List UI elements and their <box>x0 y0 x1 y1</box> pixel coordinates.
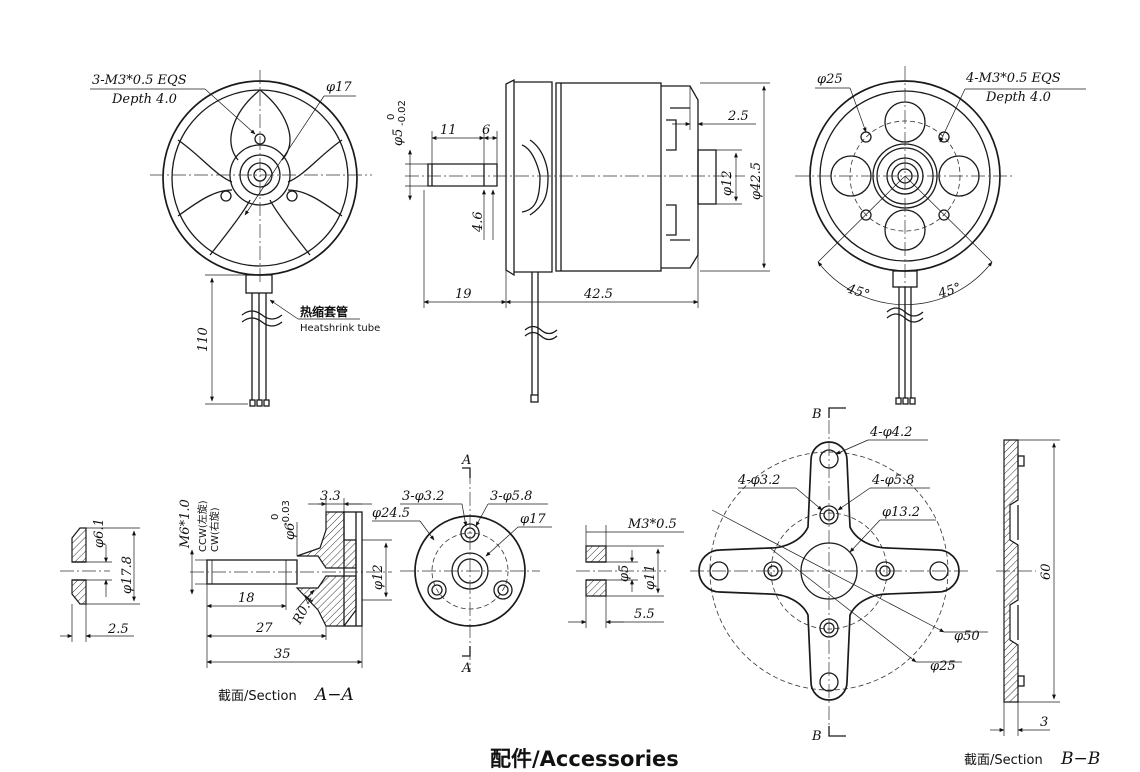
adapter-tol-lower: -0.03 <box>281 500 292 526</box>
adapter-tol-upper: 0 <box>270 514 281 520</box>
washer-section: φ6.1 φ17.8 2.5 <box>60 518 140 642</box>
section-a-letter: A−A <box>313 685 354 705</box>
cross-dia-25: φ25 <box>930 659 956 674</box>
section-b-dim-60: 60 <box>1039 563 1054 580</box>
cut-b-top: B <box>811 407 822 422</box>
section-b-label: 截面/Section <box>964 753 1043 768</box>
nut-thread: M3*0.5 <box>627 517 677 532</box>
angle-right-45: 45° <box>936 280 964 302</box>
adapter-radius: R0.4 <box>290 593 318 628</box>
washer-dia-17-8: φ17.8 <box>120 556 135 594</box>
adapter-dia-12: φ12 <box>371 564 386 590</box>
cross-4-dia-5-8: 4-φ5.8 <box>871 473 914 488</box>
washer-thickness: 2.5 <box>107 622 129 637</box>
cross-dia-50: φ50 <box>954 629 980 644</box>
rear-dia-25: φ25 <box>817 72 843 87</box>
body-dia-42-5: φ42.5 <box>749 162 764 200</box>
adapter-ccw: CCW(左旋) <box>196 500 209 552</box>
dim-6: 6 <box>482 123 490 138</box>
angle-left-45: 45° <box>844 281 872 303</box>
section-b-letter: B−B <box>1060 749 1100 769</box>
adapter-thread: M6*1.0 <box>178 499 193 549</box>
adapter-dim-35: 35 <box>274 647 291 662</box>
dim-2-5: 2.5 <box>727 109 749 124</box>
dim-19: 19 <box>455 287 472 302</box>
shaft-tol-upper: 0 <box>386 114 397 120</box>
prop-adapter-section: M6*1.0 CCW(左旋) CW(右旋) φ6 0 -0.03 3.3 φ12… <box>178 489 392 705</box>
lead-length-110: 110 <box>196 327 211 352</box>
washer-dia-6-1: φ6.1 <box>92 518 107 548</box>
shaft-dia: φ5 <box>391 129 406 146</box>
adapter-dim-18: 18 <box>238 591 255 606</box>
flange-3-dia-5-8: 3-φ5.8 <box>490 489 532 504</box>
section-b-view: 60 3 <box>990 439 1060 736</box>
flange-3-dia-3-2: 3-φ3.2 <box>402 489 444 504</box>
cross-4-dia-3-2: 4-φ3.2 <box>737 473 780 488</box>
adapter-bore-dia: φ6 <box>283 523 298 540</box>
cross-dia-13-2: φ13.2 <box>882 505 920 520</box>
cross-mount-view: B B 4-φ4.2 4-φ3.2 4-φ5.8 φ13.2 φ50 φ25 <box>690 407 988 744</box>
rear-boss-dia-12: φ12 <box>720 170 735 196</box>
dim-42-5-length: 42.5 <box>583 287 613 302</box>
heatshrink-label-cn: 热缩套管 <box>300 304 348 319</box>
cut-b-bottom: B <box>811 729 822 744</box>
nut-section: M3*0.5 φ5 φ11 5.5 <box>568 517 684 628</box>
adapter-dim-27: 27 <box>255 621 273 636</box>
rear-thread-callout: 4-M3*0.5 EQS <box>965 71 1061 86</box>
front-view-shaft-side: 3-M3*0.5 EQS Depth 4.0 φ17 110 热缩套管 Heat… <box>90 70 380 407</box>
nut-dia-11: φ11 <box>643 564 658 590</box>
dim-11: 11 <box>440 123 457 138</box>
rear-view: 45° 45° φ25 4-M3*0.5 EQS Depth 4.0 <box>795 66 1086 405</box>
front-thread-callout: 3-M3*0.5 EQS <box>92 73 187 88</box>
cut-a-top: A <box>461 453 471 468</box>
dim-4-6: 4.6 <box>471 211 486 233</box>
adapter-dim-3-3: 3.3 <box>320 489 341 504</box>
nut-dim-5-5: 5.5 <box>634 607 655 622</box>
flange-dia-24-5: φ24.5 <box>372 506 410 521</box>
side-view: φ5 0 -0.02 11 6 4.6 19 42.5 2.5 φ12 <box>386 78 770 403</box>
rear-thread-depth: Depth 4.0 <box>985 90 1051 105</box>
adapter-flange-view: A A 3-φ3.2 3-φ5.8 φ24.5 φ17 <box>372 453 552 676</box>
section-b-dim-3: 3 <box>1040 715 1048 730</box>
cut-a-bottom: A <box>461 661 471 676</box>
shaft-tol-lower: -0.02 <box>397 100 408 126</box>
nut-dia-5: φ5 <box>617 565 632 582</box>
adapter-cw: CW(右旋) <box>208 507 221 552</box>
front-dia-17: φ17 <box>326 80 352 95</box>
flange-dia-17: φ17 <box>520 512 546 527</box>
accessories-title: 配件/Accessories <box>490 747 679 771</box>
front-thread-depth: Depth 4.0 <box>111 92 177 107</box>
section-a-label: 截面/Section <box>218 689 297 704</box>
heatshrink-label-en: Heatshrink tube <box>300 323 380 334</box>
cross-4-dia-4-2: 4-φ4.2 <box>869 425 912 440</box>
